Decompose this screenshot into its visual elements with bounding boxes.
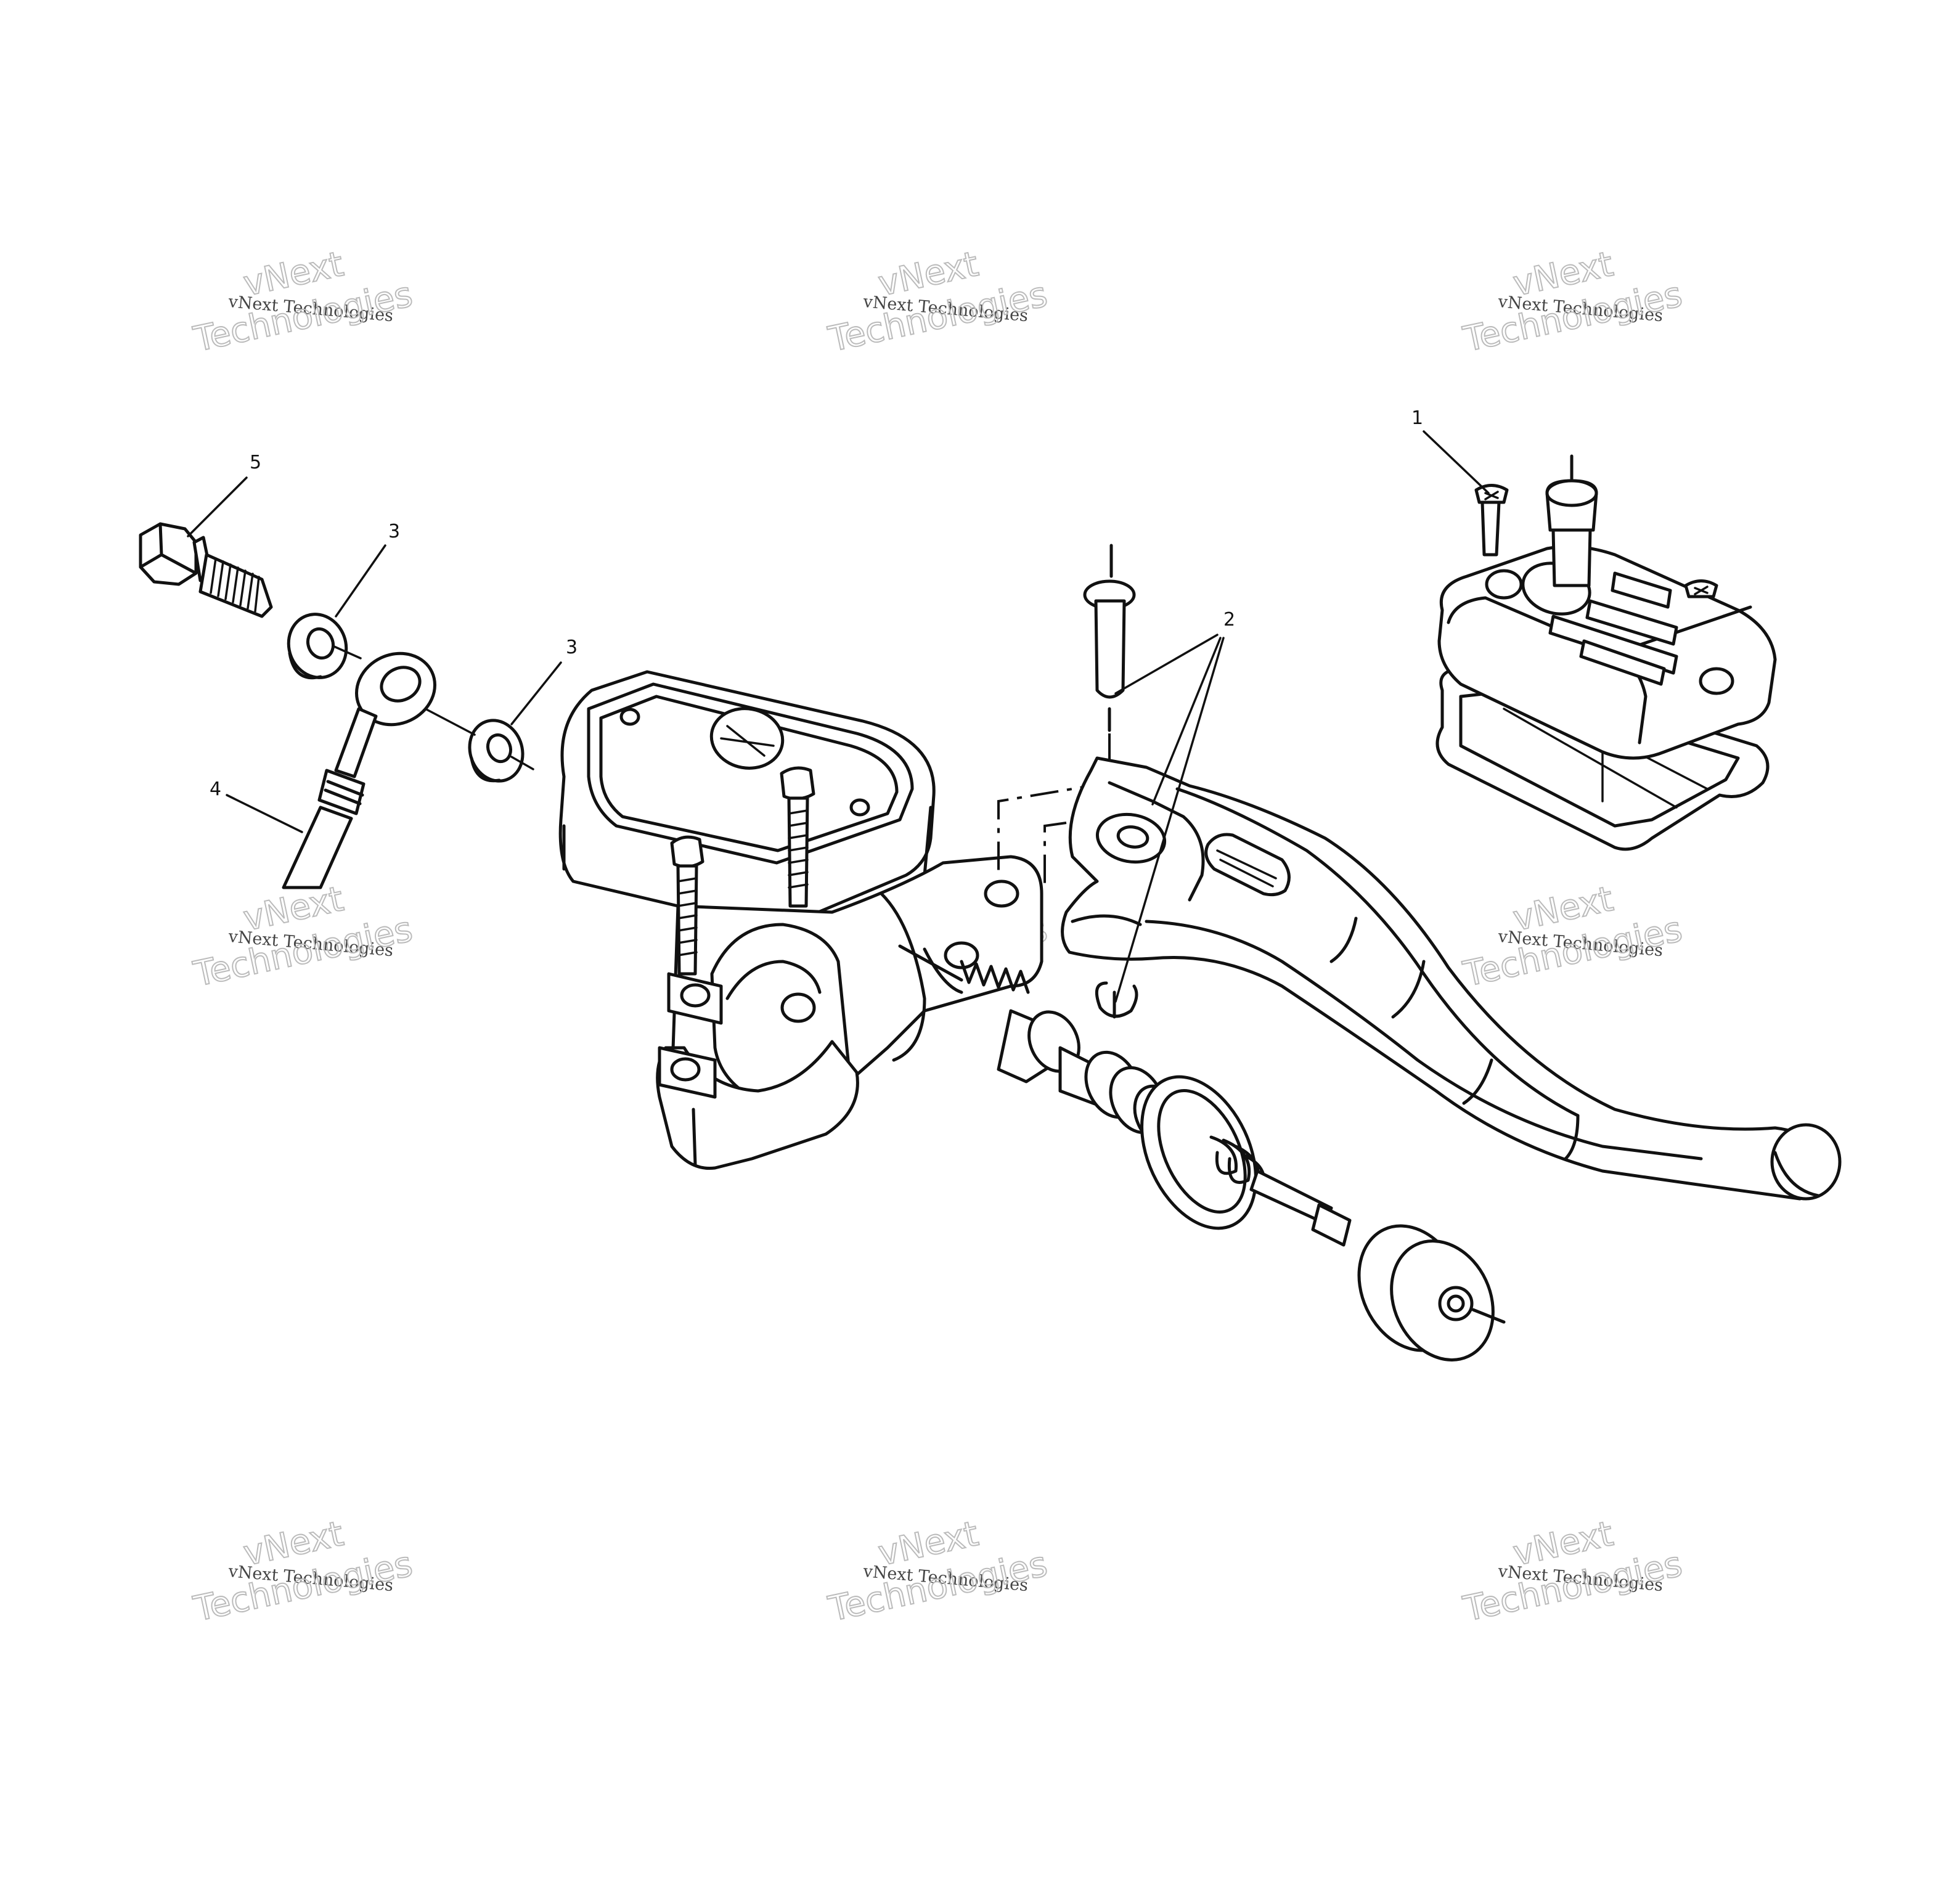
callout-3-upper: 3 bbox=[335, 521, 400, 618]
crush-washer-upper bbox=[287, 613, 348, 680]
reservoir-cap-assembly bbox=[1435, 454, 1777, 851]
watermark-tile: vNext vNext Technologies Technologies bbox=[824, 1513, 1051, 1630]
callout-4: 4 bbox=[210, 778, 303, 833]
bolt-centerline bbox=[332, 645, 362, 659]
e-clip bbox=[1095, 981, 1138, 1019]
callout-label-5: 5 bbox=[250, 452, 261, 473]
pivot-pin bbox=[1083, 544, 1136, 732]
callout-3-lower: 3 bbox=[510, 637, 578, 725]
clamp-screw-right bbox=[780, 766, 815, 908]
spring-washer bbox=[1140, 1075, 1257, 1230]
pivot-axis-line-lower bbox=[1043, 822, 1067, 888]
pivot-axis-line bbox=[997, 733, 1111, 875]
callout-label-3-upper: 3 bbox=[388, 521, 400, 542]
dust-boot bbox=[1357, 1224, 1506, 1361]
clamp-screw-left bbox=[670, 835, 704, 976]
master-cylinder-body bbox=[558, 670, 1043, 1170]
piston-push-rod bbox=[898, 944, 1030, 994]
crush-washer-lower bbox=[468, 719, 525, 783]
watermark-tile: vNext vNext Technologies Technologies bbox=[1459, 1513, 1686, 1630]
return-spring bbox=[1209, 1135, 1352, 1247]
callout-label-1: 1 bbox=[1411, 407, 1423, 429]
watermark-tile: vNext vNext Technologies Technologies bbox=[189, 1513, 416, 1630]
callout-2: 2 bbox=[1114, 609, 1235, 1003]
bolt-centerline bbox=[424, 708, 476, 736]
watermark-tile: vNext vNext Technologies Technologies bbox=[189, 878, 416, 995]
callout-label-3-lower: 3 bbox=[566, 637, 578, 658]
callout-label-2: 2 bbox=[1223, 609, 1235, 631]
callout-5: 5 bbox=[187, 452, 261, 537]
callout-1: 1 bbox=[1411, 407, 1490, 494]
callout-label-4: 4 bbox=[210, 778, 221, 800]
watermark-tile: vNext vNext Technologies Technologies bbox=[1459, 878, 1686, 995]
watermark-tile: vNext vNext Technologies Technologies bbox=[824, 243, 1051, 361]
banjo-bolt bbox=[139, 522, 273, 618]
bolt-centerline bbox=[510, 756, 534, 770]
clamp-axis-line bbox=[692, 1108, 697, 1167]
watermark-tile: vNext vNext Technologies Technologies bbox=[1459, 243, 1686, 361]
watermark-tile: vNext vNext Technologies Technologies bbox=[189, 243, 416, 361]
brake-hose bbox=[282, 651, 436, 889]
brake-lever bbox=[1061, 756, 1842, 1201]
